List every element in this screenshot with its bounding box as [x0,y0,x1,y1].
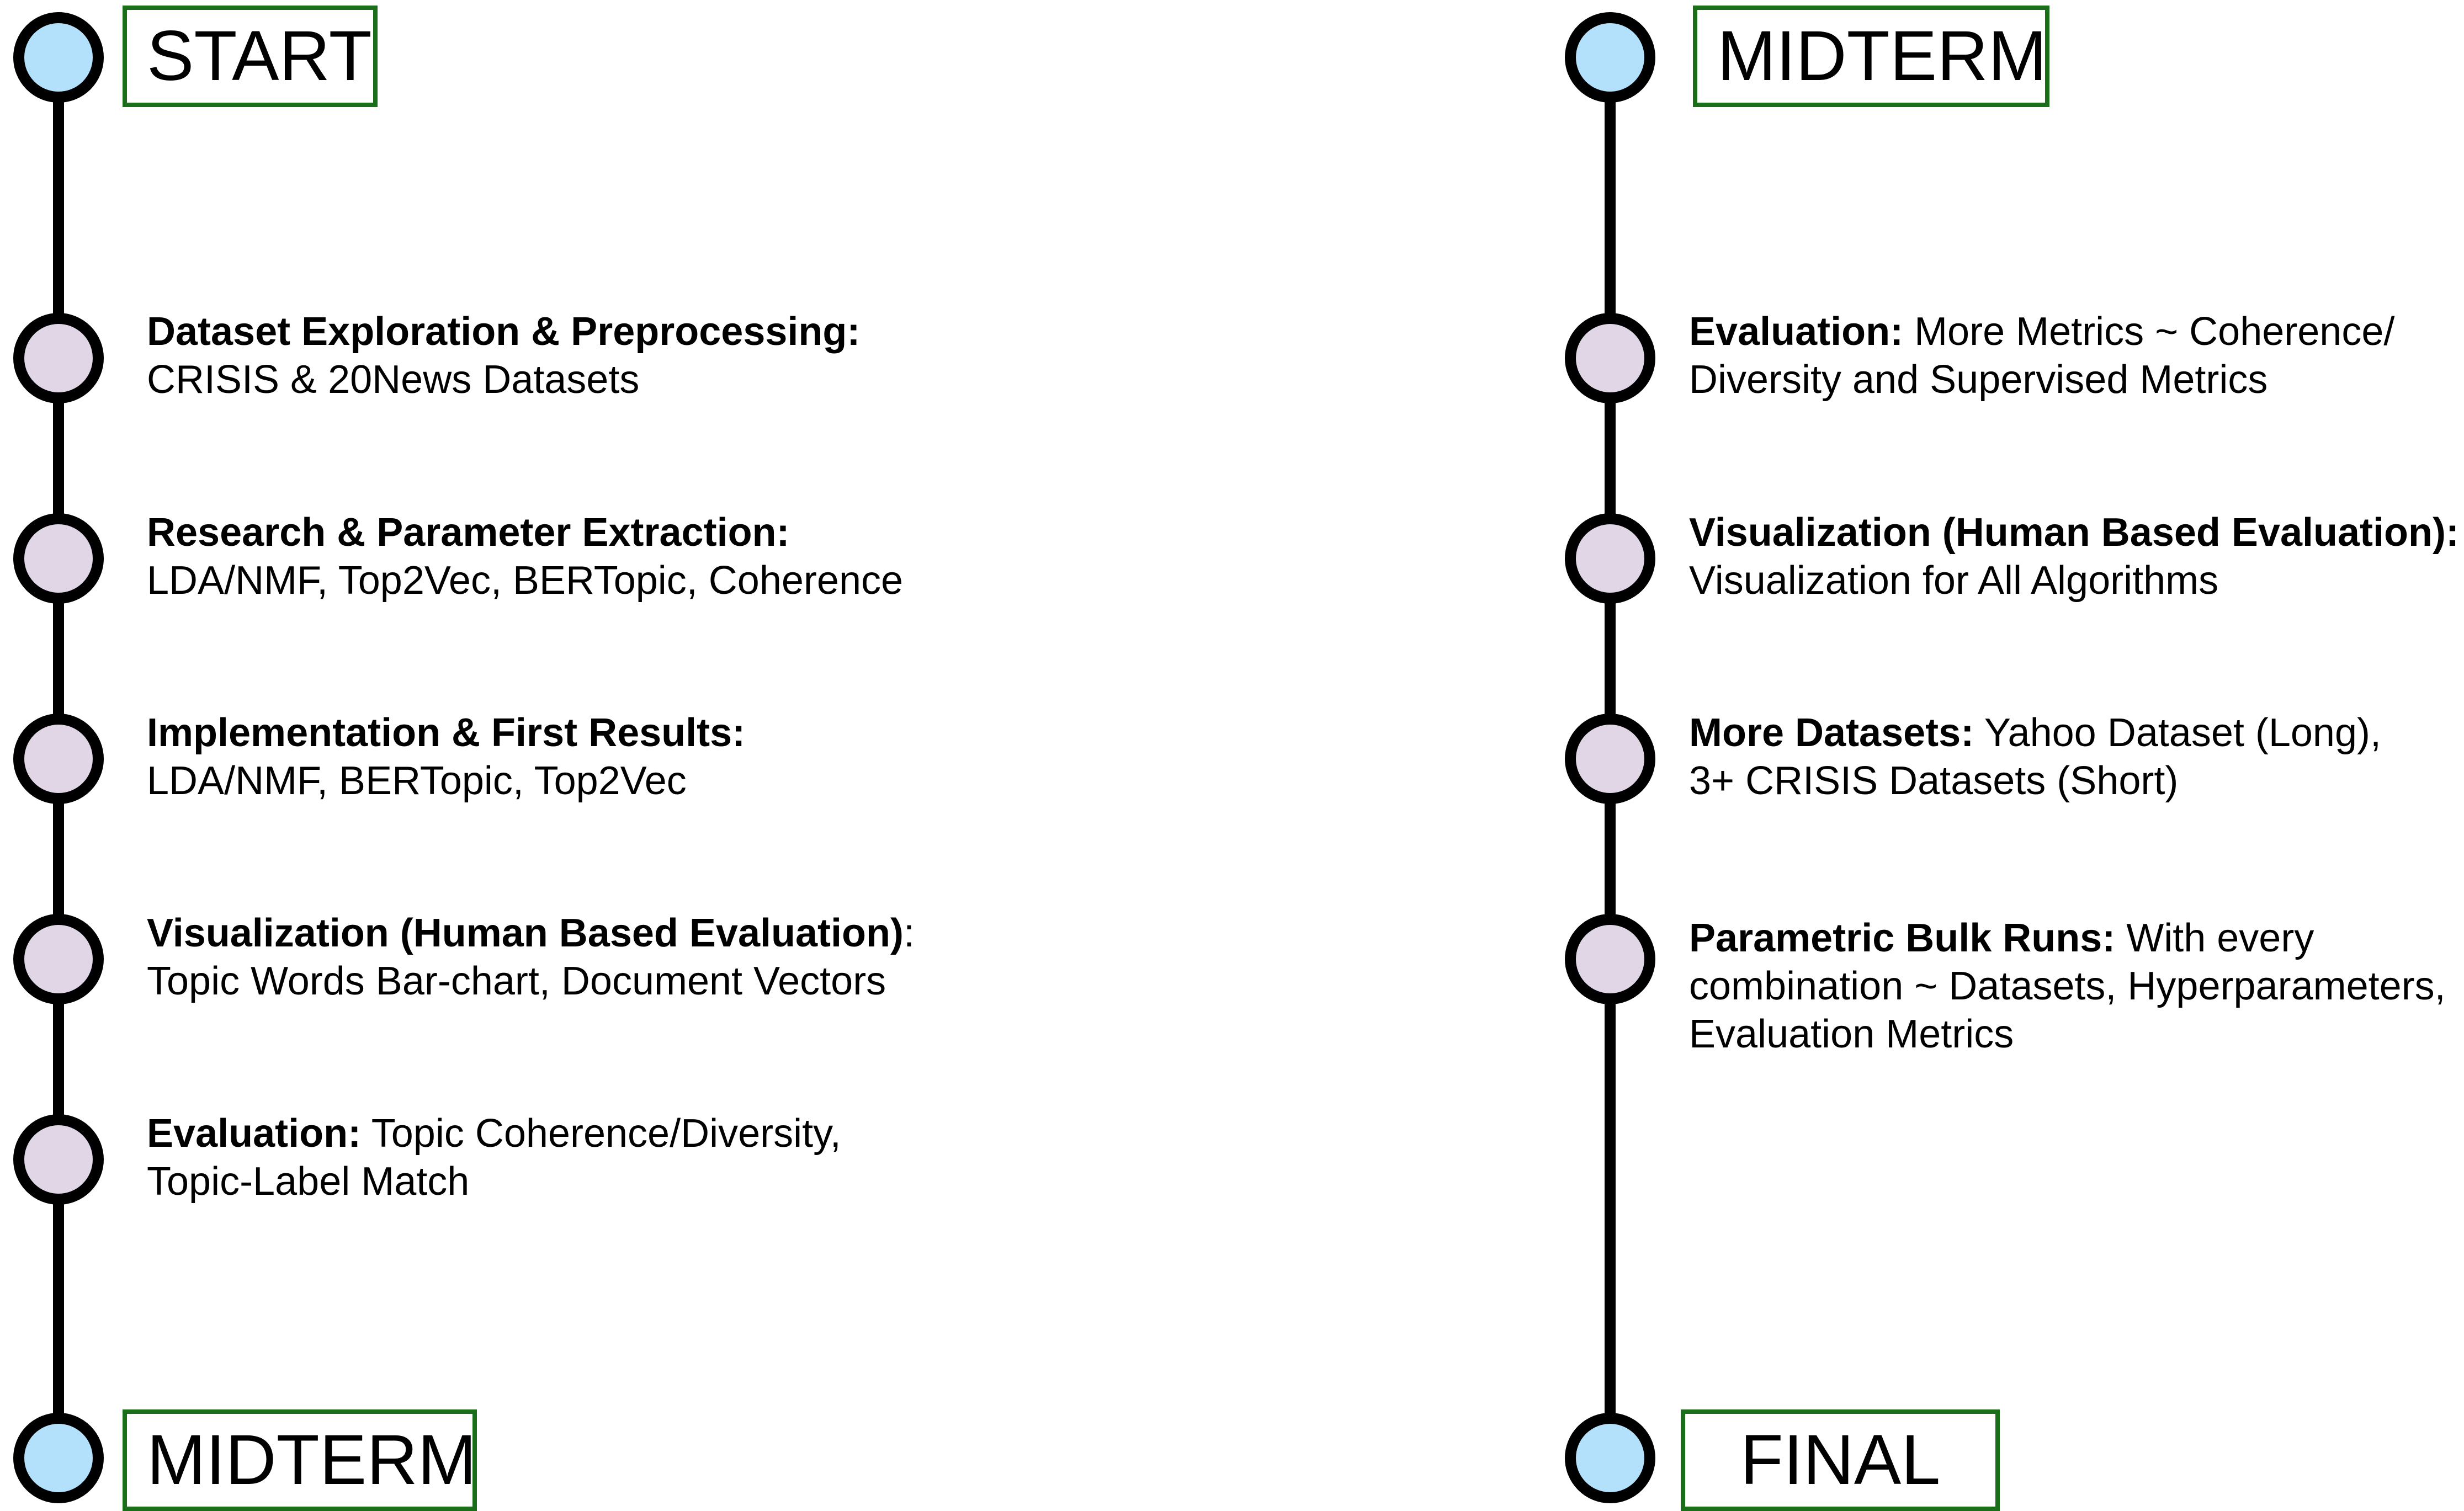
right-end-label: FINAL [1681,1409,2000,1511]
left-task-4-title: Visualization (Human Based Evaluation) [147,911,904,955]
right-task-4-desc: combination ~ Datasets, Hyperparameters, [1689,964,2446,1008]
right-start-label: MIDTERM [1693,6,2049,107]
left-task-node-2 [13,513,104,604]
left-task-5-title: Evaluation: [147,1111,362,1156]
right-task-3: More Datasets: Yahoo Dataset (Long), 3+ … [1689,709,2381,805]
left-task-2-title: Research & Parameter Extraction: [147,510,790,555]
left-task-3-title: Implementation & First Results: [147,711,746,755]
right-end-label-text: FINAL [1740,1420,1941,1499]
left-task-1-desc: CRISIS & 20News Datasets [147,358,640,402]
right-task-4-desc-2: Evaluation Metrics [1689,1012,2014,1056]
right-task-node-2 [1565,513,1655,604]
left-task-3-desc: LDA/NMF, BERTopic, Top2Vec [147,759,687,803]
right-task-2: Visualization (Human Based Evaluation): … [1689,509,2459,605]
right-task-3-title: More Datasets: [1689,711,1974,755]
right-task-2-title: Visualization (Human Based Evaluation): [1689,510,2459,555]
right-task-node-4 [1565,914,1655,1004]
left-task-4: Visualization (Human Based Evaluation): … [147,909,915,1005]
left-task-2-desc: LDA/NMF, Top2Vec, BERTopic, Coherence [147,558,904,603]
right-task-4: Parametric Bulk Runs: With every combina… [1689,914,2446,1058]
left-task-1: Dataset Exploration & Preprocessing: CRI… [147,308,860,404]
left-task-node-1 [13,313,104,403]
right-task-3-desc-inline: Yahoo Dataset (Long), [1974,711,2381,755]
left-start-node [13,12,104,103]
left-task-node-5 [13,1114,104,1205]
right-task-1-desc-inline: More Metrics ~ Coherence/ [1903,310,2395,354]
left-task-1-title: Dataset Exploration & Preprocessing: [147,310,861,354]
left-task-node-4 [13,914,104,1004]
left-task-3: Implementation & First Results: LDA/NMF,… [147,709,745,805]
left-end-label-text: MIDTERM [147,1420,477,1499]
left-task-4-desc: Topic Words Bar-chart, Document Vectors [147,959,886,1003]
right-task-1-desc: Diversity and Supervised Metrics [1689,358,2268,402]
left-task-node-3 [13,714,104,804]
left-end-label: MIDTERM [123,1409,477,1511]
left-task-5-desc: Topic-Label Match [147,1159,470,1204]
right-task-3-desc: 3+ CRISIS Datasets (Short) [1689,759,2179,803]
right-start-node [1565,12,1655,103]
left-task-4-title-suffix: : [903,911,915,955]
right-task-1: Evaluation: More Metrics ~ Coherence/ Di… [1689,308,2394,404]
right-task-4-desc-inline: With every [2115,916,2314,960]
left-task-5-desc-inline: Topic Coherence/Diversity, [361,1111,841,1156]
right-task-4-title: Parametric Bulk Runs: [1689,916,2116,960]
left-task-2: Research & Parameter Extraction: LDA/NMF… [147,509,903,605]
left-end-node [13,1413,104,1503]
right-task-2-desc: Visualization for All Algorithms [1689,558,2219,603]
left-start-label: START [123,6,378,107]
right-end-node [1565,1413,1655,1503]
left-task-5: Evaluation: Topic Coherence/Diversity, T… [147,1110,841,1206]
right-start-label-text: MIDTERM [1717,17,2047,95]
right-task-node-1 [1565,313,1655,403]
right-task-node-3 [1565,714,1655,804]
left-start-label-text: START [147,17,372,95]
right-task-1-title: Evaluation: [1689,310,1904,354]
